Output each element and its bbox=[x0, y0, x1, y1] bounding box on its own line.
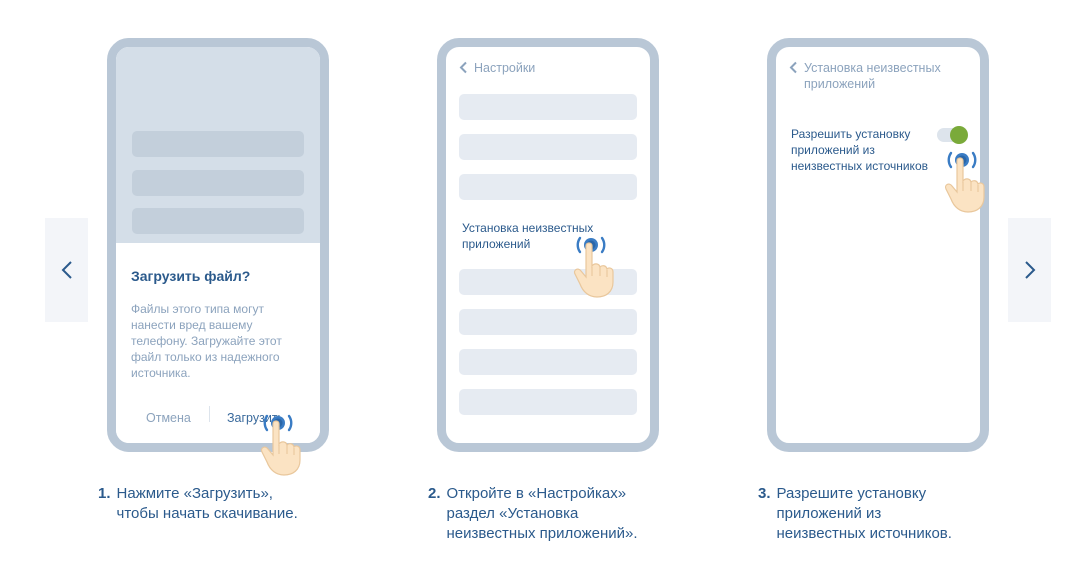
button-divider bbox=[209, 406, 210, 422]
settings-item-placeholder bbox=[459, 134, 637, 160]
settings-item-placeholder bbox=[459, 349, 637, 375]
step-1: 1. Нажмите «Загрузить», чтобы начать ска… bbox=[98, 484, 298, 524]
step-3: 3. Разрешите установку приложений из неи… bbox=[758, 484, 952, 544]
step-number: 3. bbox=[758, 485, 771, 502]
placeholder-bar bbox=[132, 170, 304, 196]
upload-button[interactable]: Загрузить bbox=[227, 411, 285, 425]
settings-item-unknown-apps[interactable]: Установка неизвестных приложений bbox=[462, 221, 594, 251]
phone-download-dialog: Загрузить файл? Файлы этого типа могут н… bbox=[107, 38, 329, 452]
step-number: 1. bbox=[98, 485, 111, 502]
dialog-title: Загрузить файл? bbox=[131, 268, 251, 284]
placeholder-bar bbox=[132, 131, 304, 157]
phone-settings: Настройки Установка неизвестных приложен… bbox=[437, 38, 659, 452]
settings-item-placeholder bbox=[459, 174, 637, 200]
settings-item-placeholder bbox=[459, 309, 637, 335]
settings-item-placeholder bbox=[459, 389, 637, 415]
previous-button[interactable] bbox=[45, 218, 88, 322]
step-text: Откройте в «Настройках» раздел «Установк… bbox=[446, 485, 638, 542]
step-text: Разрешите установку приложений из неизве… bbox=[776, 485, 952, 542]
toggle-knob bbox=[950, 126, 968, 144]
tap-hand-icon bbox=[944, 151, 986, 213]
chevron-right-icon bbox=[1024, 261, 1035, 279]
back-button[interactable]: Настройки bbox=[459, 60, 624, 76]
chevron-left-icon bbox=[459, 61, 467, 74]
dialog-message: Файлы этого типа могут нанести вред ваше… bbox=[131, 302, 282, 380]
back-button[interactable]: Установка неизвестных приложений bbox=[789, 60, 954, 92]
settings-item-placeholder bbox=[459, 94, 637, 120]
chevron-left-icon bbox=[789, 61, 797, 74]
back-label: Настройки bbox=[474, 61, 536, 75]
step-number: 2. bbox=[428, 485, 441, 502]
placeholder-bar bbox=[132, 208, 304, 234]
phone-unknown-sources: Установка неизвестных приложений Разреши… bbox=[767, 38, 989, 452]
chevron-left-icon bbox=[61, 261, 72, 279]
back-label: Установка неизвестных приложений bbox=[804, 61, 941, 91]
tap-hand-icon bbox=[260, 414, 302, 476]
next-button[interactable] bbox=[1008, 218, 1051, 322]
cancel-button[interactable]: Отмена bbox=[146, 411, 191, 425]
step-text: Нажмите «Загрузить», чтобы начать скачив… bbox=[116, 485, 298, 522]
step-2: 2. Откройте в «Настройках» раздел «Устан… bbox=[428, 484, 638, 544]
download-dialog: Загрузить файл? Файлы этого типа могут н… bbox=[116, 243, 320, 443]
permission-label: Разрешить установку приложений из неизве… bbox=[791, 127, 928, 173]
tap-hand-icon bbox=[573, 236, 615, 298]
background-app bbox=[116, 47, 320, 243]
allow-unknown-sources-toggle[interactable] bbox=[937, 126, 968, 144]
